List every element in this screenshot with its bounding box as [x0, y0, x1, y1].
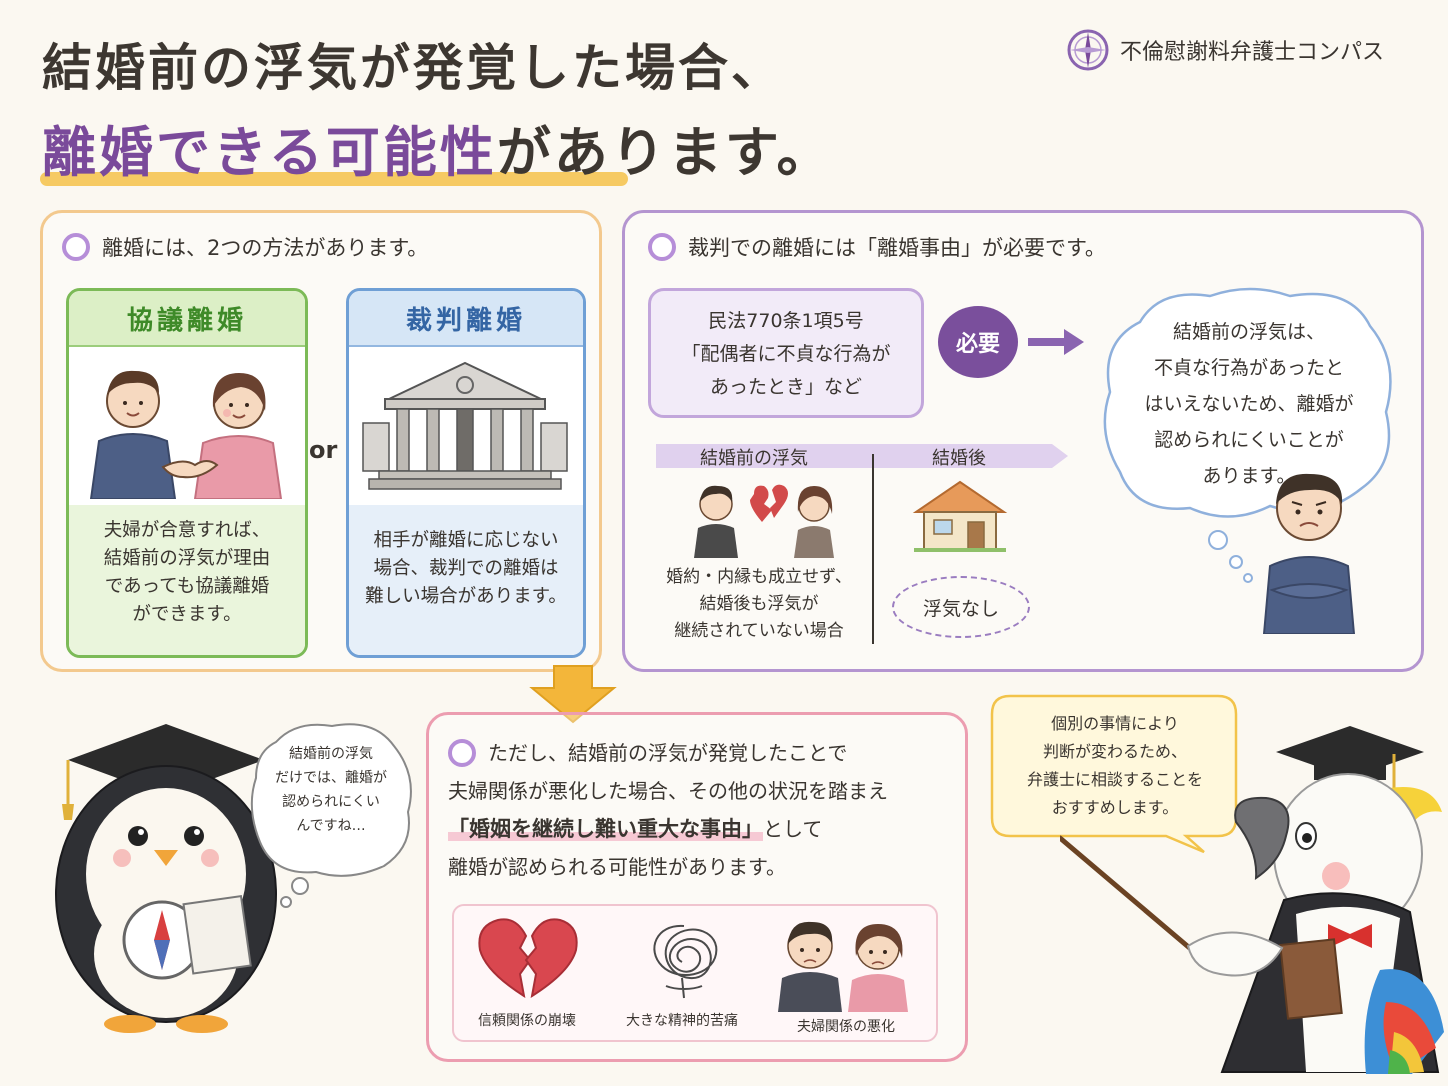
scribble-stress-icon [653, 924, 718, 999]
exception-line4: 離婚が認められる可能性があります。 [448, 855, 786, 879]
penguin-thought-line: だけでは、離婚が [275, 770, 387, 786]
thought-line: 不貞な行為があったと [1153, 357, 1344, 379]
parrot-professor-mascot-icon [1060, 726, 1444, 1074]
exception-line3: 「婚姻を継続し難い重大な事由」として [448, 810, 948, 848]
timeline-caption-line: 結婚後も浮気が [699, 594, 819, 614]
down-arrow-icon [529, 665, 617, 724]
timeline-caption-line: 継続されていない場合 [674, 621, 844, 641]
card-kyogi-line: ができます。 [132, 604, 242, 625]
grave-reason-quote: 「婚姻を継続し難い重大な事由」 [448, 817, 763, 841]
exception-line1: ただし、結婚前の浮気が発覚したことで [448, 734, 948, 772]
card-kyogi-line: であっても協議離婚 [104, 576, 270, 597]
compass-logo-icon [1067, 29, 1109, 71]
card-kyogi-title: 協議離婚 [69, 291, 305, 347]
thought-line: はいえないため、離婚が [1144, 393, 1354, 415]
circle-bullet-icon [648, 233, 676, 261]
exception-text: ただし、結婚前の浮気が発覚したことで 夫婦関係が悪化した場合、その他の状況を踏ま… [448, 734, 948, 886]
divorce-methods-heading: 離婚には、2つの方法があります。 [62, 232, 428, 262]
worried-couple-icon [778, 921, 908, 1012]
civil-code-box: 民法770条1項5号 「配偶者に不貞な行為が あったとき」など [648, 288, 924, 418]
card-saiban-rikon: 裁判離婚 相手が離婚に応じない 場合、裁判での離婚は 難しい場合があります。 [346, 288, 586, 658]
broken-heart-icon [478, 918, 578, 999]
penguin-thought-line: 結婚前の浮気 [289, 746, 373, 762]
timeline-caption: 婚約・内縁も成立せず、 結婚後も浮気が 継続されていない場合 [648, 564, 870, 645]
required-badge: 必要 [938, 306, 1018, 378]
timeline-before-label: 結婚前の浮気 [700, 448, 808, 469]
card-saiban-body: 相手が離婚に応じない 場合、裁判での離婚は 難しい場合があります。 [349, 505, 583, 655]
courthouse-icon [362, 361, 568, 490]
parrot-advice-line: 判断が変わるため、 [1042, 742, 1187, 761]
reason-label-relationship: 夫婦関係の悪化 [797, 1019, 895, 1035]
card-saiban-title: 裁判離婚 [349, 291, 583, 347]
thought-bubble [1103, 287, 1392, 518]
circle-bullet-icon [448, 739, 476, 767]
judicial-divorce-heading-text: 裁判での離婚には「離婚事由」が必要です。 [688, 236, 1106, 260]
circle-bullet-icon [62, 233, 90, 261]
parrot-advice-text: 個別の事情により 判断が変わるため、 弁護士に相談することを おすすめします。 [1000, 710, 1230, 822]
thought-line: 結婚前の浮気は、 [1172, 321, 1325, 343]
worried-man-icon [1262, 473, 1356, 634]
title-highlight-underline [40, 172, 628, 186]
no-affair-label: 浮気なし [892, 576, 1030, 638]
card-kyogi-body: 夫婦が合意すれば、 結婚前の浮気が理由 であっても協議離婚 ができます。 [69, 505, 305, 655]
marriage-divider-line [872, 454, 874, 644]
title-highlight-text: 離婚できる可能性 [42, 121, 497, 184]
parrot-advice-line: 個別の事情により [1051, 714, 1179, 733]
thought-bubble-text: 結婚前の浮気は、 不貞な行為があったと はいえないため、離婚が 認められにくいこ… [1124, 314, 1374, 494]
page-title-line2: 離婚できる可能性があります。 [42, 108, 834, 187]
judicial-divorce-heading: 裁判での離婚には「離婚事由」が必要です。 [648, 232, 1106, 262]
thought-line: 認められにくいことが [1154, 429, 1344, 451]
civil-code-line: あったとき」など [709, 376, 862, 398]
exception-line2: 夫婦関係が悪化した場合、その他の状況を踏まえ [448, 779, 888, 803]
penguin-thought-line: んですね… [296, 818, 366, 834]
penguin-thought-text: 結婚前の浮気 だけでは、離婚が 認められにくい んですね… [260, 742, 402, 838]
penguin-thought-line: 認められにくい [282, 794, 380, 810]
timeline-arrow [656, 444, 1068, 468]
page-title-line1: 結婚前の浮気が発覚した場合、 [42, 39, 784, 97]
reason-label-distress: 大きな精神的苦痛 [626, 1013, 738, 1029]
handshake-couple-icon [89, 370, 283, 499]
house-icon [912, 480, 1008, 552]
exception-line3-rest: として [763, 817, 823, 841]
or-label: or [309, 436, 338, 464]
right-arrow-icon [1028, 329, 1084, 355]
civil-code-line: 民法770条1項5号 [708, 310, 864, 332]
parrot-speech-bubble [990, 694, 1238, 854]
parrot-advice-line: 弁護士に相談することを [1026, 770, 1203, 789]
penguin-thought-bubble [250, 723, 412, 908]
timeline-caption-line: 婚約・内縁も成立せず、 [666, 567, 852, 587]
civil-code-line: 「配偶者に不貞な行為が [681, 343, 891, 365]
brand-logo: 不倫慰謝料弁護士コンパス [1066, 28, 1384, 72]
title-rest-text: があります。 [496, 121, 834, 184]
card-kyogi-rikon: 協議離婚 夫婦が合意すれば、 結婚前の浮気が理由 であっても協議離婚 ができます… [66, 288, 308, 658]
penguin-graduate-mascot-icon [55, 724, 277, 1033]
card-kyogi-line: 夫婦が合意すれば、 [103, 520, 271, 541]
thought-bubble-dots [1208, 530, 1253, 583]
reason-label-trust: 信頼関係の崩壊 [478, 1013, 576, 1029]
card-kyogi-line: 結婚前の浮気が理由 [103, 548, 271, 569]
thought-line: あります。 [1202, 465, 1296, 487]
divorce-methods-heading-text: 離婚には、2つの方法があります。 [102, 236, 429, 260]
card-saiban-line: 難しい場合があります。 [365, 586, 567, 607]
affair-couple-broken-heart-icon [694, 484, 834, 558]
exception-line1-text: ただし、結婚前の浮気が発覚したことで [488, 741, 848, 765]
parrot-advice-line: おすすめします。 [1051, 798, 1179, 817]
timeline-after-label: 結婚後 [932, 448, 986, 469]
card-saiban-line: 相手が離婚に応じない [373, 530, 559, 551]
brand-logo-text: 不倫慰謝料弁護士コンパス [1120, 40, 1385, 65]
card-saiban-line: 場合、裁判での離婚は [373, 558, 559, 579]
